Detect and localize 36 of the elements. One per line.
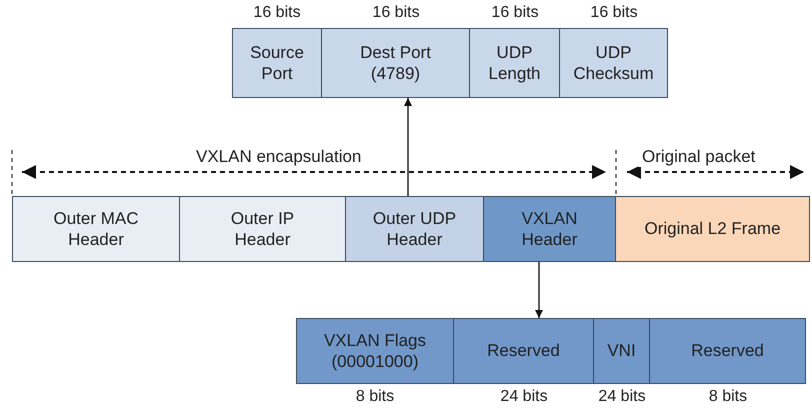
field-box [454, 318, 594, 384]
field-box [616, 196, 810, 262]
field-label: UDP Checksum [572, 42, 655, 84]
bit-width-label: 16 bits [589, 4, 639, 22]
field-label: Original L2 Frame [644, 218, 781, 240]
field-box [560, 28, 668, 98]
bit-width-label: 24 bits [499, 388, 549, 406]
field-box [594, 318, 650, 384]
field-box [346, 196, 484, 262]
bit-width-label: 8 bits [354, 388, 396, 406]
field-box [12, 196, 180, 262]
field-label: Dest Port (4789) [359, 42, 432, 84]
field-label: Reserved [691, 340, 764, 362]
field-box [322, 28, 470, 98]
field-label: VXLAN Header [520, 208, 578, 250]
field-box [470, 28, 560, 98]
bit-width-label: 24 bits [597, 388, 647, 406]
arrow [404, 98, 412, 196]
field-label: UDP Length [488, 42, 542, 84]
field-label: Outer UDP Header [372, 208, 458, 250]
field-label: Outer MAC Header [52, 208, 140, 250]
field-box [232, 28, 322, 98]
field-label: VNI [607, 340, 636, 362]
field-label: VXLAN Flags (00001000) [322, 330, 428, 372]
field-box [650, 318, 806, 384]
arrow [535, 262, 543, 318]
bit-width-label: 16 bits [252, 4, 302, 22]
bit-width-label: 8 bits [708, 388, 748, 406]
field-label: Reserved [487, 340, 560, 362]
field-label: Outer IP Header [230, 208, 296, 250]
field-box [296, 318, 454, 384]
bit-width-label: 16 bits [371, 4, 421, 22]
bit-width-label: 16 bits [490, 4, 540, 22]
field-box [180, 196, 346, 262]
field-label: Source Port [249, 42, 305, 84]
field-box [484, 196, 616, 262]
